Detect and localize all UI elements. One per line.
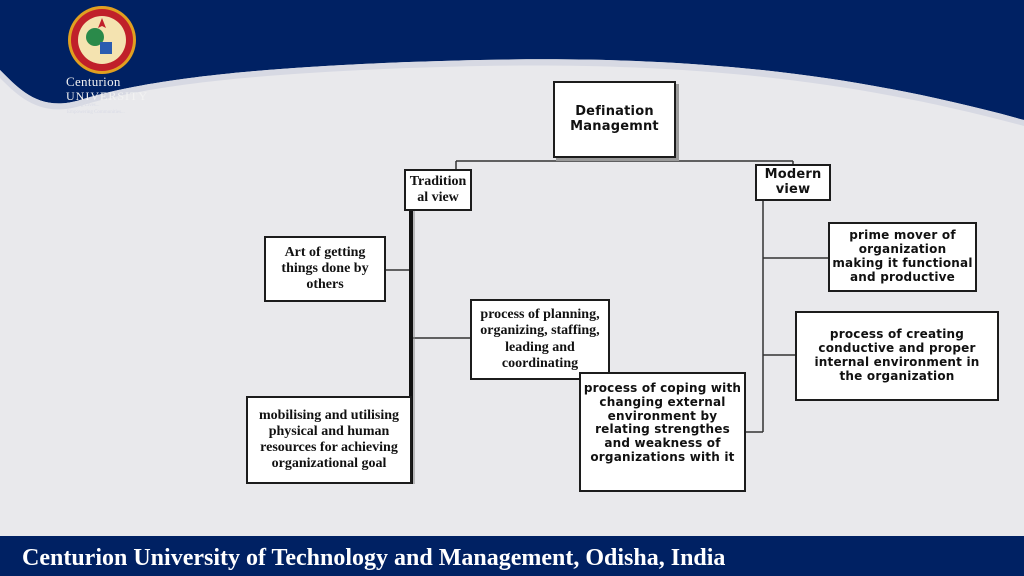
footer-bar — [0, 536, 1024, 576]
traditional-item-art-of-getting: Art of getting things done by others — [264, 236, 386, 302]
brand-name-line2: UNIVERSITY — [66, 89, 148, 103]
root-node-definition: Defination Managemnt — [553, 81, 676, 158]
modern-view-heading: Modern view — [755, 164, 831, 201]
brand-tagline-line2: Empowering Communities... — [67, 110, 125, 115]
brand-name-line1: Centurion — [66, 74, 121, 89]
modern-item-prime-mover: prime mover of organization making it fu… — [828, 222, 977, 292]
traditional-view-heading: Tradition al view — [404, 169, 472, 211]
traditional-item-mobilising: mobilising and utilising physical and hu… — [246, 396, 412, 484]
traditional-item-process-planning: process of planning, organizing, staffin… — [470, 299, 610, 380]
university-logo-icon — [68, 6, 136, 74]
brand-tagline-line1: Shaping Lives... — [67, 103, 100, 108]
modern-item-process-coping: process of coping with changing external… — [579, 372, 746, 492]
footer-text: Centurion University of Technology and M… — [22, 545, 726, 571]
modern-item-process-creating: process of creating conductive and prope… — [795, 311, 999, 401]
